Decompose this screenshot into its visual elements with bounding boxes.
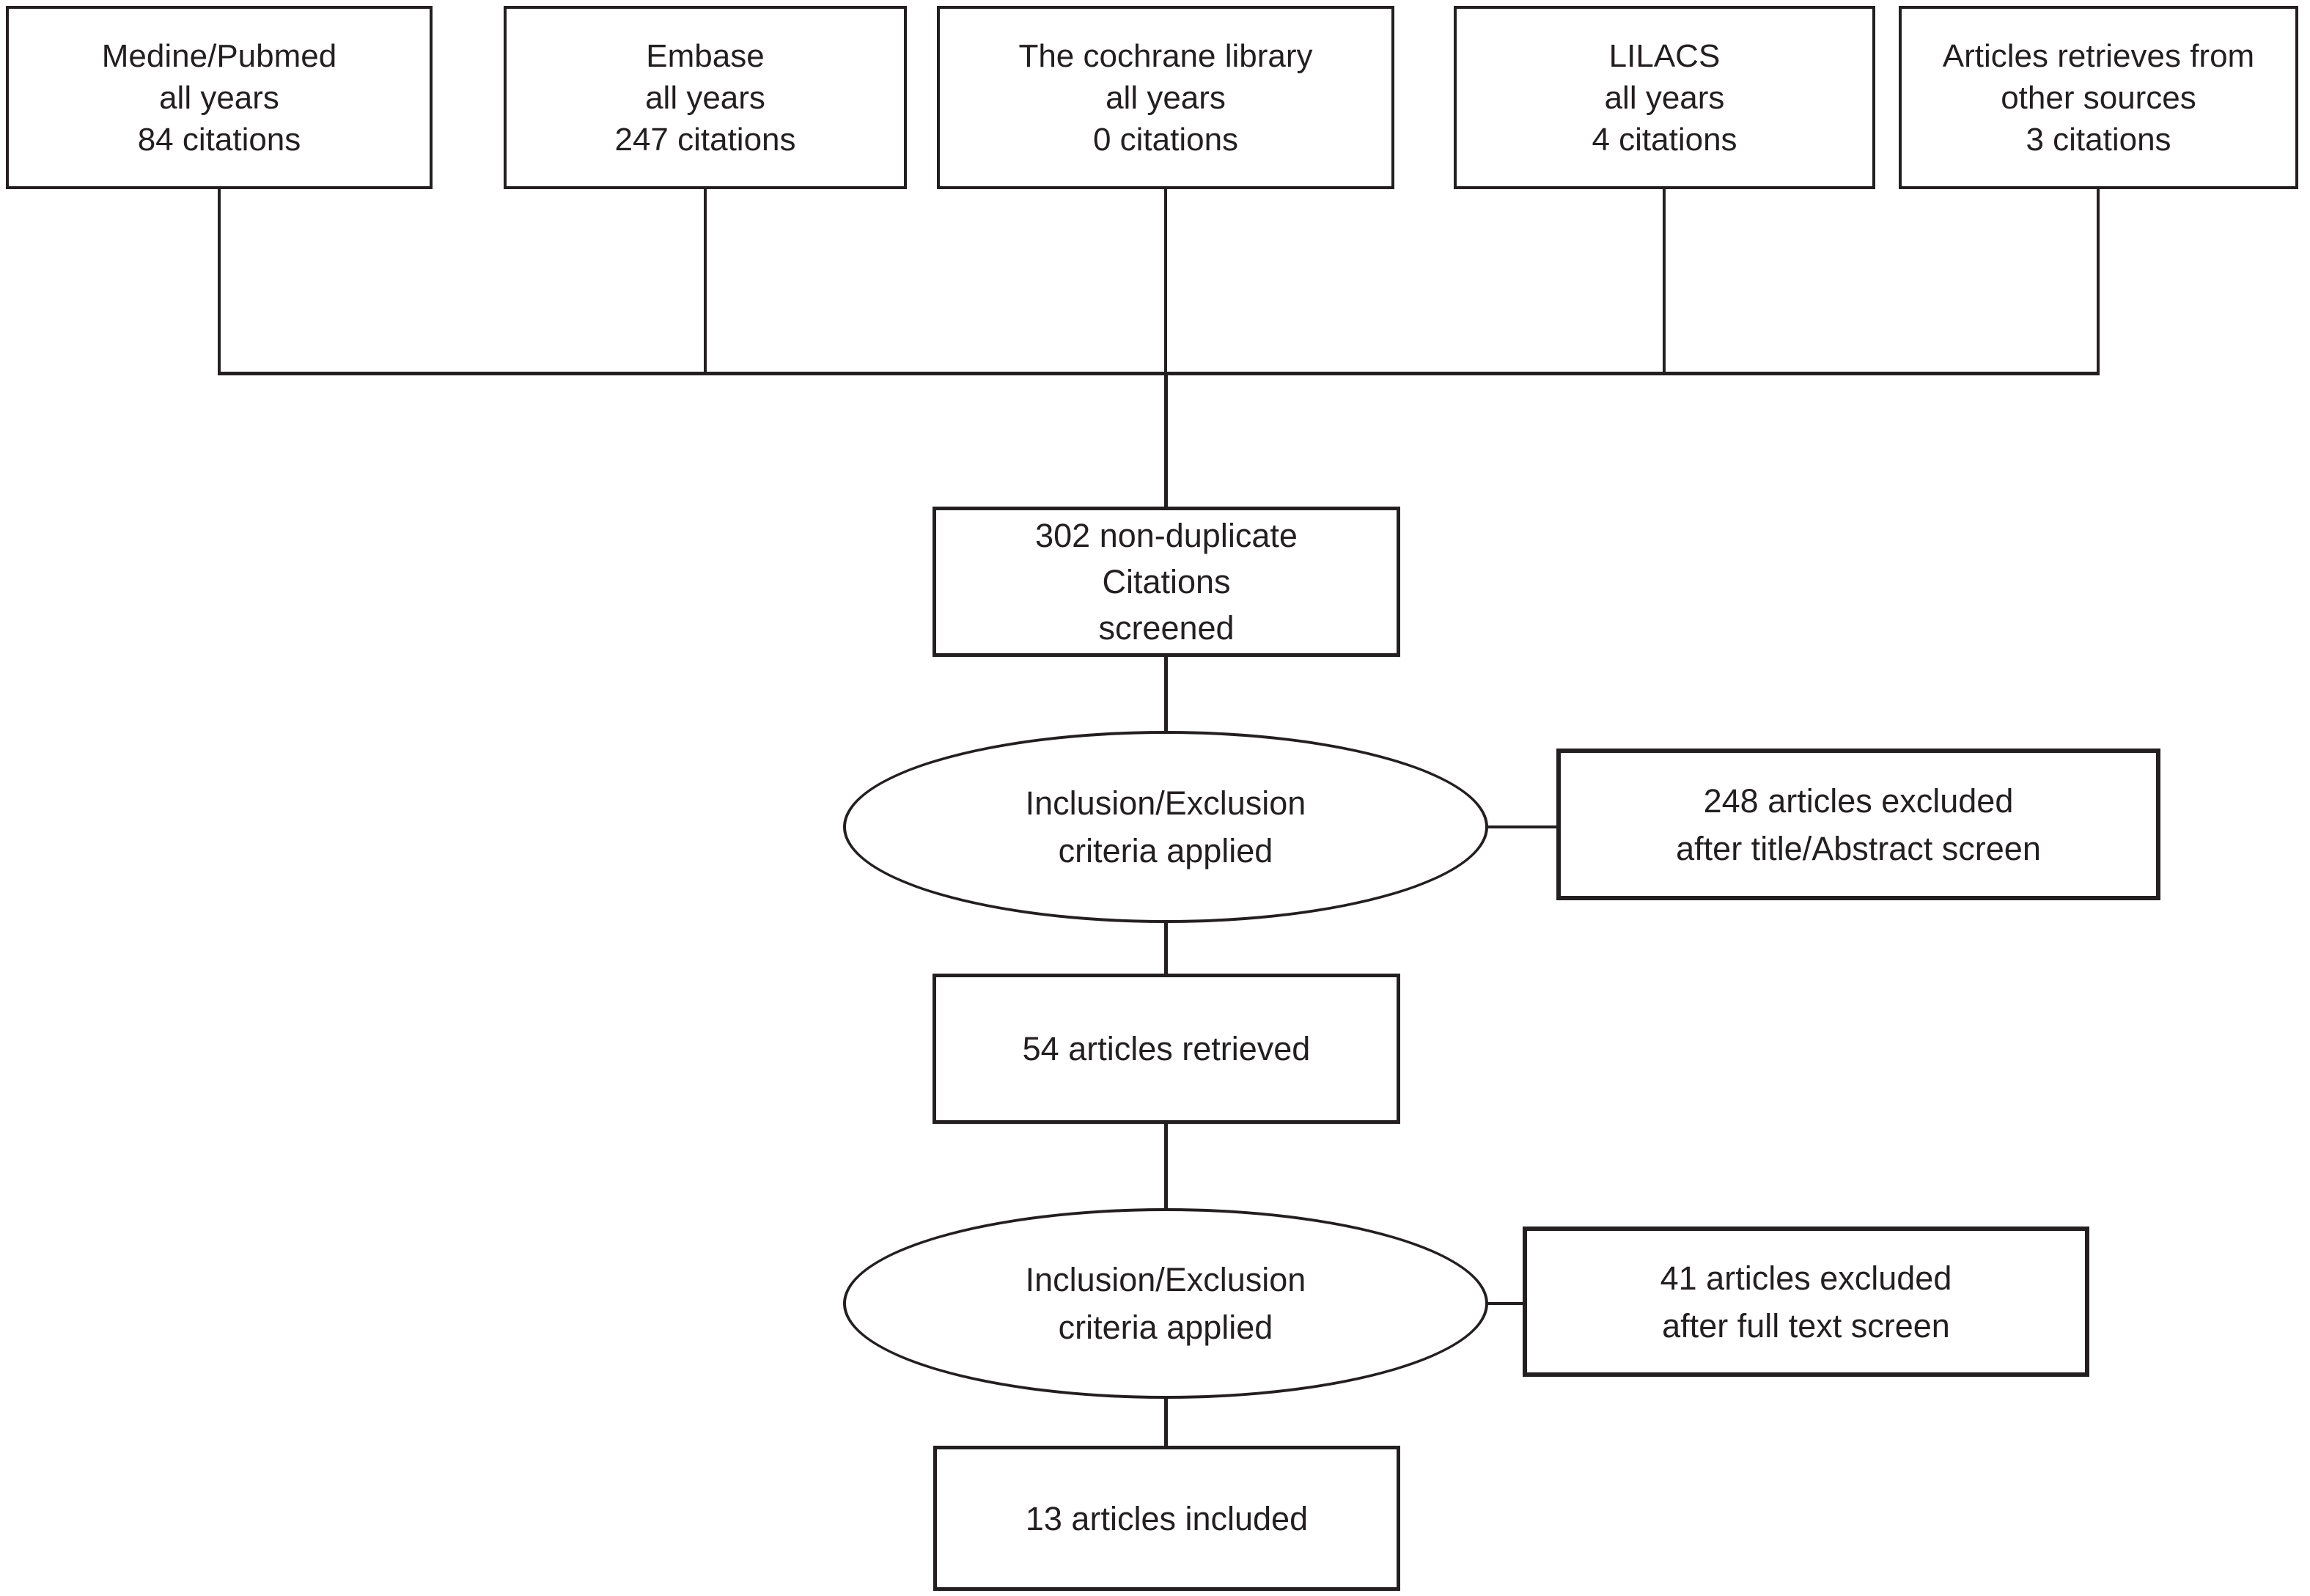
included-box: 13 articles included [933,1446,1400,1591]
source-box-other-sources: Articles retrieves from other sources 3 … [1899,6,2298,189]
retrieved-label: 54 articles retrieved [1022,1030,1311,1067]
source-citations: 84 citations [137,121,301,158]
source-citations: 4 citations [1592,121,1737,158]
connector-spine-5 [1164,1397,1168,1447]
connector-spine-4 [1164,1122,1168,1210]
source-box-medline-pubmed: Medine/Pubmed all years 84 citations [6,6,433,189]
excluded2-line1: 41 articles excluded [1660,1259,1952,1297]
connector-collector-line [218,372,2100,375]
connector-spine-1 [1164,373,1168,508]
source-period: all years [645,79,765,116]
source-box-embase: Embase all years 247 citations [504,6,907,189]
connector-spine-2 [1164,655,1168,732]
screened-line3: screened [1098,609,1235,647]
connector-spine-3 [1164,922,1168,975]
connector-drop-2 [704,189,707,375]
source-name: Medine/Pubmed [101,37,337,74]
excluded2-line2: after full text screen [1662,1306,1950,1345]
source-period: all years [1106,79,1226,116]
criteria2-line1: Inclusion/Exclusion [1025,1261,1306,1298]
screened-line2: Citations [1102,563,1231,600]
screened-box: 302 non-duplicate Citations screened [933,507,1400,657]
source-period: other sources [2001,79,2196,116]
source-name: LILACS [1608,37,1721,74]
connector-drop-4 [1663,189,1666,375]
connector-excluded-2 [1485,1302,1524,1305]
connector-excluded-1 [1485,825,1558,828]
screened-line1: 302 non-duplicate [1035,517,1298,554]
included-label: 13 articles included [1025,1499,1309,1537]
source-citations: 3 citations [2026,121,2171,158]
source-name: The cochrane library [1018,37,1313,74]
criteria1-line1: Inclusion/Exclusion [1025,784,1306,822]
excluded-box-2: 41 articles excluded after full text scr… [1523,1227,2089,1377]
retrieved-box: 54 articles retrieved [933,974,1400,1124]
source-period: all years [1604,79,1725,116]
criteria2-line2: criteria applied [1058,1309,1273,1346]
criteria-ellipse-2: Inclusion/Exclusion criteria applied [843,1208,1488,1399]
source-box-cochrane: The cochrane library all years 0 citatio… [937,6,1394,189]
excluded1-line1: 248 articles excluded [1703,782,2014,820]
criteria-ellipse-1: Inclusion/Exclusion criteria applied [843,731,1488,923]
source-box-lilacs: LILACS all years 4 citations [1454,6,1875,189]
connector-drop-1 [218,189,221,375]
excluded1-line2: after title/Abstract screen [1676,829,2041,867]
source-name: Embase [646,37,765,74]
source-name: Articles retrieves from [1942,37,2255,74]
connector-drop-3 [1164,189,1167,375]
source-citations: 0 citations [1092,121,1239,158]
criteria1-line2: criteria applied [1058,832,1273,869]
source-period: all years [159,79,279,116]
excluded-box-1: 248 articles excluded after title/Abstra… [1556,749,2160,900]
connector-drop-5 [2097,189,2100,375]
source-citations: 247 citations [614,121,796,158]
